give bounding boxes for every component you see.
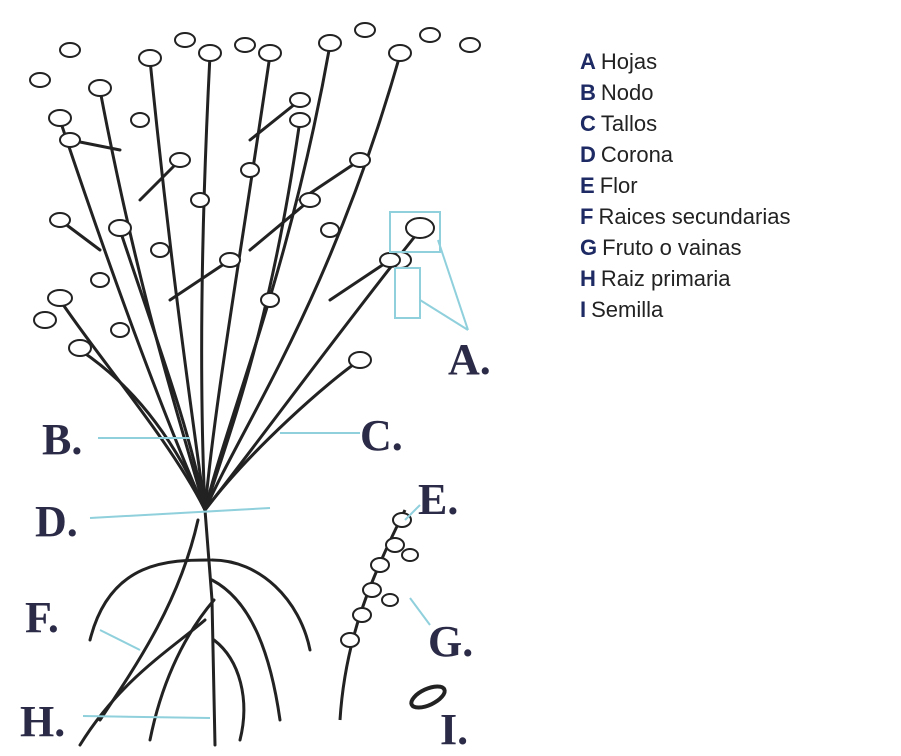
legend-label: Tallos (601, 111, 657, 136)
flower-stalk (340, 510, 418, 720)
legend-item: EFlor (580, 170, 790, 201)
callout-h: H. (20, 700, 65, 744)
legend-item: AHojas (580, 46, 790, 77)
callout-f: F. (25, 596, 59, 640)
legend-key: I (580, 297, 586, 322)
legend-label: Nodo (601, 80, 654, 105)
legend-item: CTallos (580, 108, 790, 139)
legend-key: B (580, 80, 596, 105)
legend-key: C (580, 111, 596, 136)
legend-item: FRaices secundarias (580, 201, 790, 232)
callout-i: I. (440, 708, 468, 752)
legend-key: H (580, 266, 596, 291)
legend-label: Raices secundarias (598, 204, 790, 229)
legend-item: ISemilla (580, 294, 790, 325)
callout-g: G. (428, 620, 473, 664)
roots (80, 510, 310, 745)
legend-key: A (580, 49, 596, 74)
legend-label: Raiz primaria (601, 266, 731, 291)
legend-label: Corona (601, 142, 673, 167)
legend-item: BNodo (580, 77, 790, 108)
legend-label: Semilla (591, 297, 663, 322)
legend-key: F (580, 204, 593, 229)
callout-c: C. (360, 414, 403, 458)
legend-key: E (580, 173, 595, 198)
legend-item: DCorona (580, 139, 790, 170)
callout-d: D. (35, 500, 78, 544)
legend-label: Hojas (601, 49, 657, 74)
legend: AHojas BNodo CTallos DCorona EFlor FRaic… (580, 46, 790, 325)
callout-a: A. (448, 338, 491, 382)
legend-label: Fruto o vainas (602, 235, 741, 260)
leaves (30, 23, 480, 368)
legend-key: G (580, 235, 597, 260)
legend-item: GFruto o vainas (580, 232, 790, 263)
callout-e: E. (418, 478, 458, 522)
callout-b: B. (42, 418, 82, 462)
legend-item: HRaiz primaria (580, 263, 790, 294)
legend-label: Flor (600, 173, 638, 198)
legend-key: D (580, 142, 596, 167)
